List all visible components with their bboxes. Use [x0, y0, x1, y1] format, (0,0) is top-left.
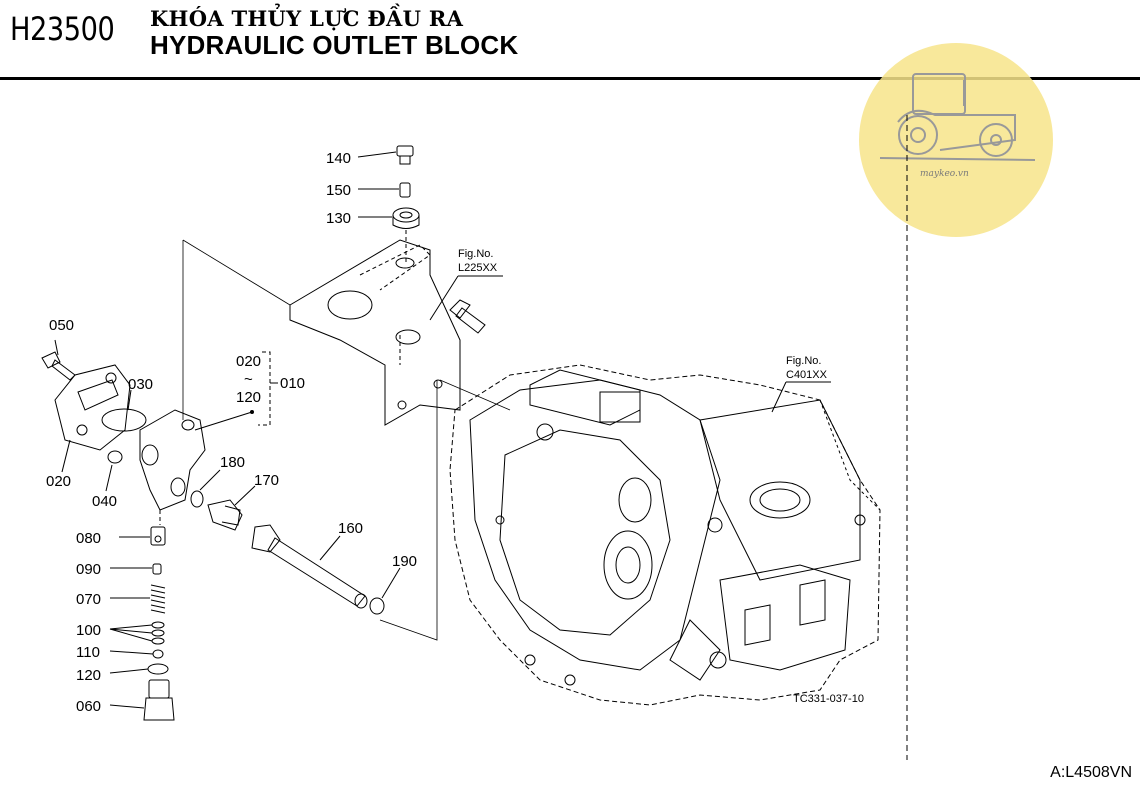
top-parts — [392, 145, 420, 262]
pipe-assembly — [190, 490, 385, 615]
label-190[interactable]: 190 — [392, 553, 417, 570]
drawing-code: TC331-037-10 — [793, 693, 864, 705]
label-080[interactable]: 080 — [76, 530, 101, 547]
explode-frame — [182, 239, 511, 641]
label-120[interactable]: 120 — [76, 667, 101, 684]
relief-valve-parts — [143, 526, 175, 721]
label-100[interactable]: 100 — [76, 622, 101, 639]
label-130[interactable]: 130 — [326, 210, 351, 227]
mounting-bracket — [289, 239, 461, 426]
label-030[interactable]: 030 — [128, 376, 153, 393]
label-060[interactable]: 060 — [76, 698, 101, 715]
label-110[interactable]: 110 — [76, 644, 100, 661]
label-090[interactable]: 090 — [76, 561, 101, 578]
label-070[interactable]: 070 — [76, 591, 101, 608]
title-vietnamese: KHÓA THỦY LỰC ĐẦU RA — [150, 6, 464, 31]
title-english: HYDRAULIC OUTLET BLOCK — [150, 30, 519, 60]
fig-l225-label-1[interactable]: Fig.No. — [458, 248, 493, 260]
label-140[interactable]: 140 — [326, 150, 351, 167]
watermark-logo: maykeo.vn — [859, 43, 1053, 237]
label-160[interactable]: 160 — [338, 520, 363, 537]
fig-l225-leader — [429, 275, 459, 321]
tractor-icon — [879, 73, 1036, 161]
label-170[interactable]: 170 — [254, 472, 279, 489]
label-040[interactable]: 040 — [92, 493, 117, 510]
label-150[interactable]: 150 — [326, 182, 351, 199]
label-010[interactable]: 010 — [280, 375, 305, 392]
watermark-text: maykeo.vn — [920, 169, 969, 179]
part-code: H23500 — [10, 10, 115, 48]
group-bracket — [258, 351, 271, 426]
header-rule — [0, 77, 1140, 80]
fig-c401-label-2[interactable]: C401XX — [786, 369, 828, 381]
group-label-tilde: ~ — [244, 371, 253, 388]
fig-l225-label-2[interactable]: L225XX — [458, 262, 498, 274]
group-label-from[interactable]: 020 — [236, 353, 261, 370]
bracket-bolt — [449, 299, 486, 334]
label-020[interactable]: 020 — [46, 473, 71, 490]
label-050[interactable]: 050 — [49, 317, 74, 334]
fig-c401-label-1[interactable]: Fig.No. — [786, 355, 821, 367]
label-180[interactable]: 180 — [220, 454, 245, 471]
group-label-to[interactable]: 120 — [236, 389, 261, 406]
transmission-housing — [449, 364, 881, 706]
fig-c401-leader — [771, 381, 787, 413]
valve-body — [41, 351, 206, 525]
footer-reference: A:L4508VN — [1050, 764, 1132, 781]
